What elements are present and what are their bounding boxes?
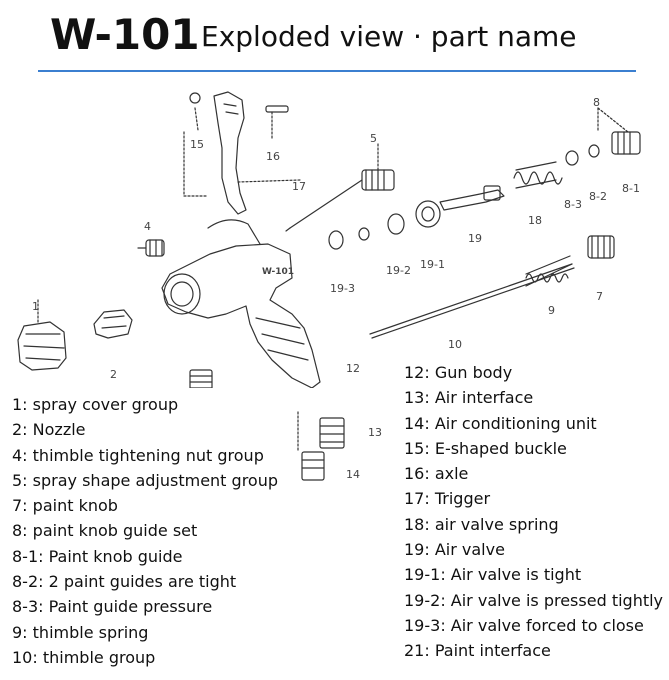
part-row: 10: thimble group [12, 647, 156, 667]
part-17-trigger [213, 91, 301, 215]
part-row: 15: E-shaped buckle [404, 438, 567, 458]
part-row: 2: Nozzle [12, 420, 86, 440]
callout-18: 18 [528, 214, 542, 227]
callout-9: 9 [548, 304, 555, 317]
exploded-view-svg: 15 16 17 5 8 8-1 8-2 8-3 18 19 19-1 19-2… [17, 91, 641, 388]
part-row: 5: spray shape adjustment group [12, 470, 279, 490]
callout-14: 14 [346, 468, 360, 481]
callout-8-2: 8-2 [589, 190, 607, 203]
callout-17: 17 [292, 180, 306, 193]
lower-parts-svg: 13 14 [297, 411, 382, 481]
callout-19-1: 19-1 [420, 258, 445, 271]
part-8-guide-set [565, 107, 641, 166]
part-row: 8-3: Paint guide pressure [12, 597, 213, 617]
part-row: 4: thimble tightening nut group [12, 445, 264, 465]
part-row: 19-2: Air valve is pressed tightly [404, 590, 664, 610]
part-19-1-ring [415, 200, 441, 228]
page-subtitle: Exploded view · part name [201, 20, 577, 53]
callout-13: 13 [368, 426, 382, 439]
exploded-view-diagram: 15 16 17 5 8 8-1 8-2 8-3 18 19 19-1 19-2… [0, 78, 669, 388]
part-18-air-valve-spring [513, 161, 563, 189]
title-bar: W-101 Exploded view · part name [0, 0, 669, 72]
model-title: W-101 [50, 10, 200, 59]
part-row: 1: spray cover group [12, 395, 179, 414]
callout-8-3: 8-3 [564, 198, 582, 211]
title-underline [38, 70, 636, 72]
callout-10: 10 [448, 338, 462, 351]
part-16-axle [265, 105, 289, 141]
part-row: 21: Paint interface [404, 641, 551, 661]
parts-list-left: 1: spray cover group 2: Nozzle 4: thimbl… [12, 392, 278, 670]
part-7-paint-knob [587, 235, 615, 259]
callout-8-1: 8-1 [622, 182, 640, 195]
part-1-spray-cover [17, 299, 67, 371]
callout-8: 8 [593, 96, 600, 109]
part-row: 8-1: Paint knob guide [12, 546, 183, 566]
part-row: 18: air valve spring [404, 514, 559, 534]
part-19-3-ring [358, 227, 370, 241]
callout-1: 1 [32, 300, 39, 313]
part-10-thimble-needle [369, 263, 575, 339]
callout-21: 21 [150, 386, 164, 388]
part-13-air-interface [319, 417, 345, 449]
part-row: 14: Air conditioning unit [404, 413, 597, 433]
part-row: 7: paint knob [12, 496, 118, 516]
part-4-thimble-nut [137, 239, 165, 257]
part-row: 19-3: Air valve forced to close [404, 615, 644, 635]
callout-12: 12 [346, 362, 360, 375]
part-row: 19: Air valve [404, 540, 505, 560]
part-15-e-buckle [189, 92, 201, 131]
part-5-spray-adjust [285, 143, 395, 232]
part-row: 12: Gun body [404, 363, 513, 382]
part-12-gun-body [161, 219, 321, 388]
callout-15: 15 [190, 138, 204, 151]
callout-7: 7 [596, 290, 603, 303]
callout-4: 4 [144, 220, 151, 233]
part-14-air-conditioning-unit [297, 411, 325, 481]
part-row: 19-1: Air valve is tight [404, 565, 582, 585]
part-row: 8: paint knob guide set [12, 521, 198, 541]
gun-body-label: W-101 [262, 267, 294, 277]
callout-5: 5 [370, 132, 377, 145]
part-row: 17: Trigger [404, 489, 491, 509]
part-row: 16: axle [404, 464, 469, 484]
part-2-nozzle [93, 309, 133, 339]
part-19-air-valve [439, 185, 505, 211]
part-21-paint-interface [189, 369, 213, 388]
part-row: 13: Air interface [404, 388, 534, 408]
callout-19: 19 [468, 232, 482, 245]
part-19-2-ring [387, 213, 405, 235]
callout-2: 2 [110, 368, 117, 381]
callout-16: 16 [266, 150, 280, 163]
part-row: 8-2: 2 paint guides are tight [12, 572, 237, 592]
callout-19-2: 19-2 [386, 264, 411, 277]
parts-list-right: 12: Gun body 13: Air interface 14: Air c… [404, 360, 663, 664]
callout-19-3: 19-3 [330, 282, 355, 295]
part-row: 9: thimble spring [12, 622, 149, 642]
